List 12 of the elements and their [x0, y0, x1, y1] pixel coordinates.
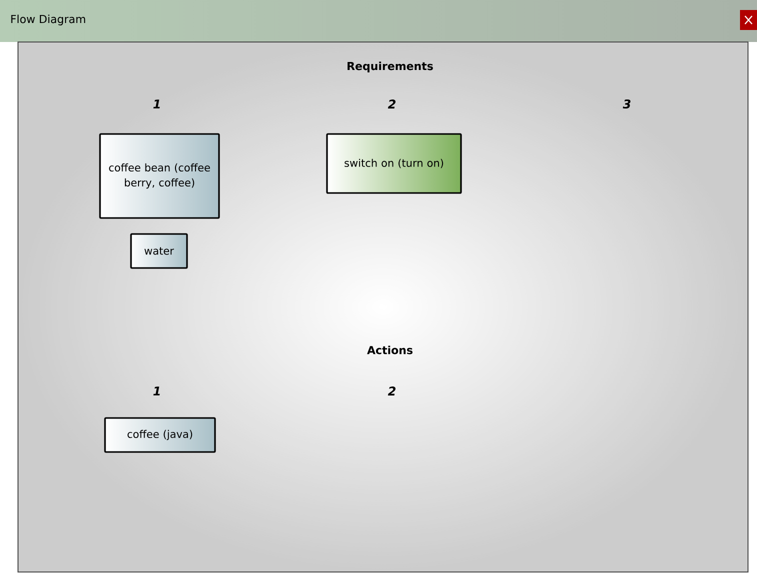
- window-title: Flow Diagram: [11, 14, 86, 26]
- requirement-box: water: [130, 233, 188, 269]
- requirement-box: switch on (turn on): [326, 133, 462, 194]
- section-heading: Requirements: [348, 62, 433, 72]
- column-number: 2: [388, 100, 396, 108]
- section-heading: Actions: [367, 346, 412, 354]
- column-number: 1: [153, 386, 160, 396]
- requirement-box: coffee (java): [104, 417, 216, 453]
- requirement-box: coffee bean (coffee berry, coffee): [99, 133, 220, 219]
- column-number: 1: [153, 100, 160, 108]
- column-number: 3: [622, 99, 630, 109]
- column-number: 2: [388, 386, 396, 396]
